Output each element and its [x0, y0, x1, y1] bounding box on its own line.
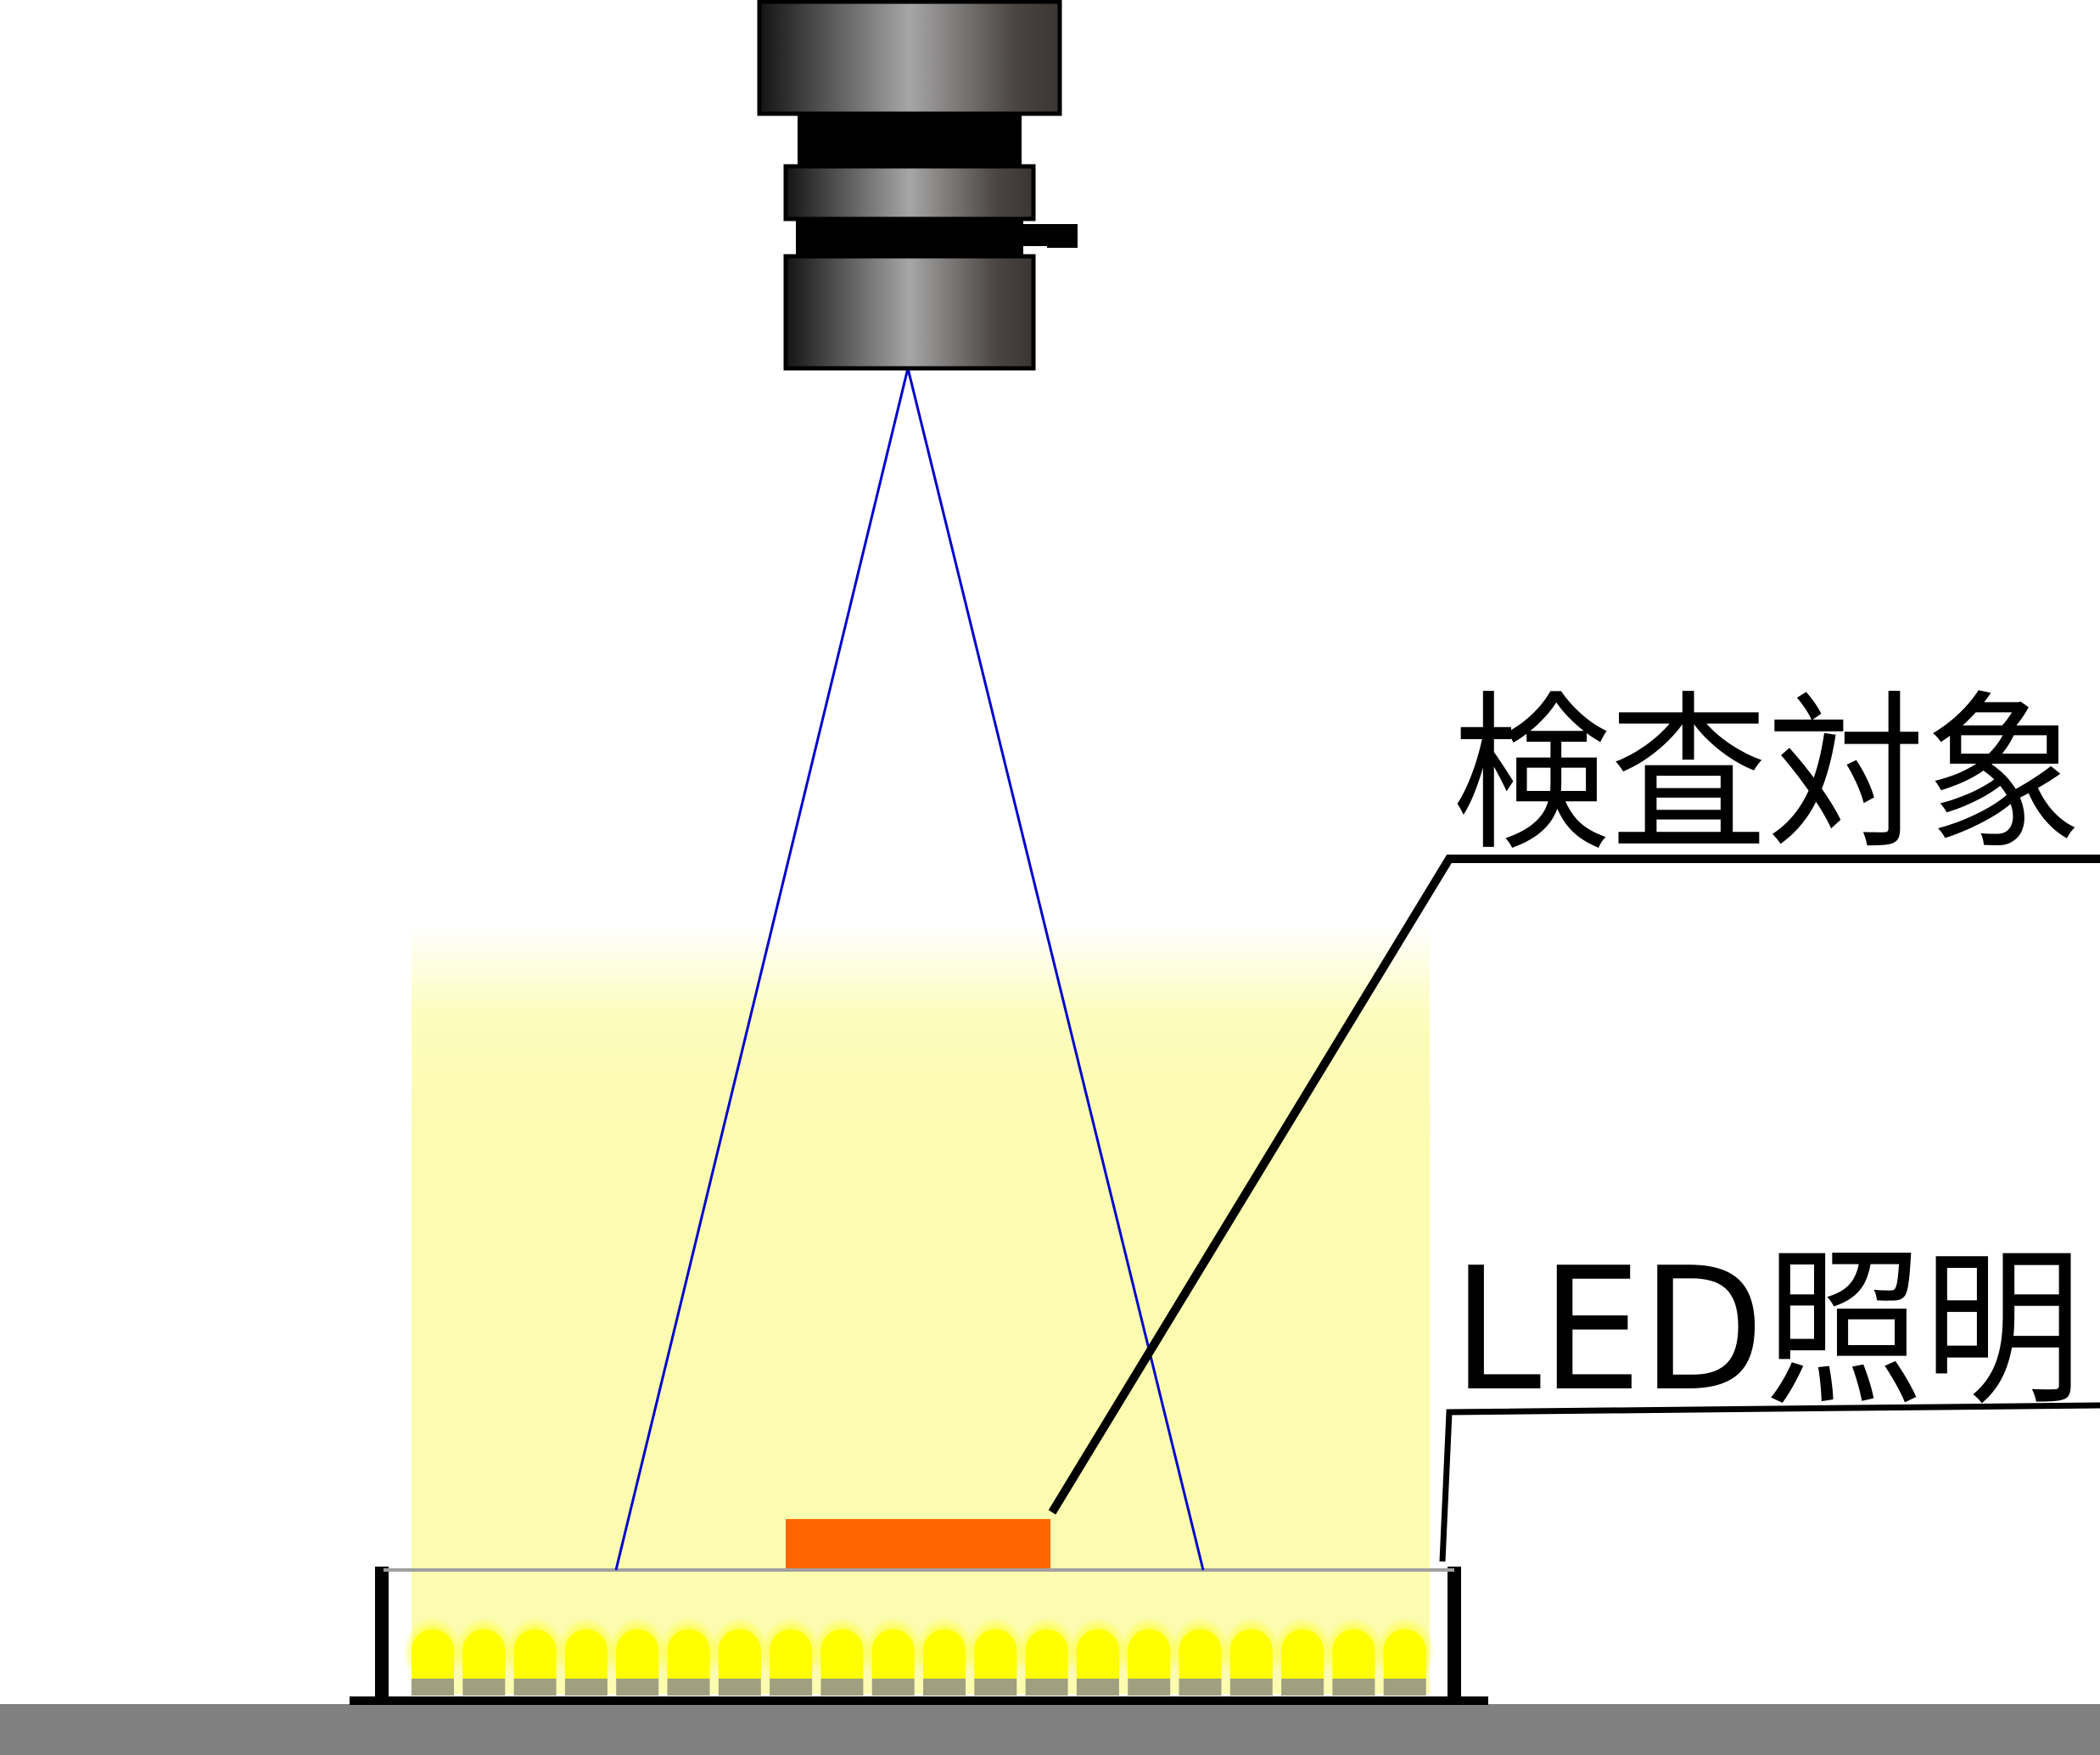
floor-surface — [0, 1704, 2100, 1755]
led-bulb-icon — [1324, 1618, 1384, 1696]
led-housing-base — [350, 1696, 1488, 1705]
led-bulb-icon — [1170, 1618, 1230, 1696]
inspection-target-object — [786, 1519, 1050, 1568]
led-housing-right-wall — [1448, 1567, 1461, 1699]
led-housing-left-wall — [375, 1567, 389, 1699]
led-bulb-icon — [608, 1618, 668, 1696]
led-bulb-icon — [812, 1618, 872, 1696]
led-bulb-icon — [1016, 1618, 1077, 1696]
label-led-lighting: LED照明 — [1453, 1231, 2082, 1429]
led-bulb-icon — [403, 1618, 462, 1696]
light-glow-region — [412, 925, 1430, 1694]
leader-line-led-lighting — [1439, 1402, 2100, 1562]
led-row — [403, 1618, 1435, 1696]
label-inspection-target: 検査対象 — [1453, 676, 2082, 874]
view-line-left — [614, 367, 910, 1571]
led-bulb-icon — [556, 1618, 616, 1696]
led-bulb-icon — [1375, 1618, 1435, 1696]
led-bulb-icon — [966, 1618, 1026, 1696]
led-bulb-icon — [1221, 1618, 1281, 1696]
leader-line-inspection-target — [1048, 855, 2100, 1515]
led-bulb-icon — [658, 1618, 719, 1696]
led-bulb-icon — [454, 1618, 514, 1696]
led-bulb-icon — [1067, 1618, 1128, 1696]
led-bulb-icon — [863, 1618, 923, 1696]
led-bulb-icon — [1273, 1618, 1333, 1696]
led-bulb-icon — [915, 1618, 974, 1696]
led-bulb-icon — [709, 1618, 770, 1696]
camera-lens-icon — [757, 0, 1078, 371]
view-line-right — [906, 367, 1205, 1571]
led-bulb-icon — [1119, 1618, 1179, 1696]
led-bulb-icon — [761, 1618, 821, 1696]
led-bulb-icon — [505, 1618, 565, 1696]
